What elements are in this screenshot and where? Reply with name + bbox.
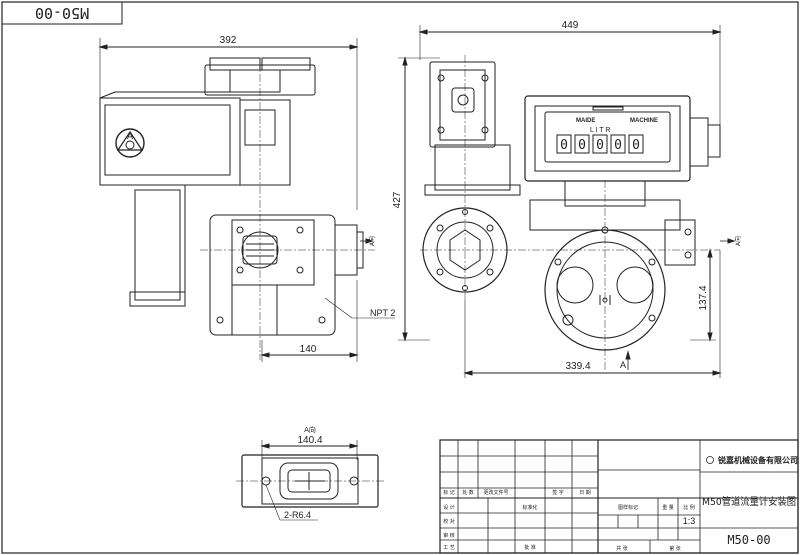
tb-change-no: 更改文件号 <box>483 489 508 496</box>
side-view: 392 A <box>98 35 395 362</box>
dim-449: 449 <box>562 20 579 31</box>
view-a: A向 140.4 2-R6.4 <box>236 425 385 521</box>
tb-std: 标准化 <box>522 504 537 511</box>
tb-design: 设 计 <box>443 504 455 511</box>
tb-date: 日 期 <box>579 490 591 496</box>
tb-review: 审 核 <box>443 532 455 539</box>
tb-title: M50管道流量计安装图 <box>702 495 796 508</box>
counter-unit: L I T R <box>590 127 611 134</box>
tb-process: 工 艺 <box>443 545 455 551</box>
flow-label-left: A向 <box>368 236 376 246</box>
counter-brand-left: MAIDE <box>576 118 595 124</box>
tb-sign: 签 字 <box>552 489 564 496</box>
dim-140-4: 140.4 <box>297 435 322 446</box>
thread-callout: NPT 2 <box>370 308 395 318</box>
tb-sheets: 共 张 <box>616 545 628 552</box>
dim-140: 140 <box>300 344 317 355</box>
view-a-arrow-label: A <box>620 360 626 370</box>
counter-digit-4: 0 <box>614 138 622 153</box>
tb-approve: 批 准 <box>524 544 536 551</box>
corner-code: M50-00 <box>35 4 89 22</box>
counter-digits: 0 0 0 0 0 <box>556 134 644 154</box>
corner-code-box: M50-00 <box>1 1 123 25</box>
tb-count: 处 数 <box>462 489 474 496</box>
flow-label-right: A向 <box>734 236 742 246</box>
dim-427: 427 <box>392 191 403 208</box>
counter-brand-right: MACHINE <box>630 118 658 124</box>
view-a-title: A向 <box>304 425 316 434</box>
front-view: 449 427 MAIDE MACHINE L I T R <box>392 20 742 378</box>
counter-digit-2: 0 <box>578 138 586 153</box>
tb-stage: 图样标记 <box>618 504 638 511</box>
tb-company: 锐嘉机械设备有限公司 <box>718 455 798 465</box>
tb-ratio: 比 例 <box>683 504 695 511</box>
counter-digit-1: 0 <box>560 138 568 153</box>
counter-digit-5: 0 <box>632 138 640 153</box>
counter-digit-3: 0 <box>596 138 604 153</box>
title-block: 标 记 处 数 更改文件号 签 字 日 期 设 计 标准化 校 对 审 核 工 … <box>439 439 799 554</box>
tb-check: 校 对 <box>443 518 455 525</box>
knob-letter: A <box>127 131 133 141</box>
dim-339-4: 339.4 <box>565 361 590 372</box>
tb-scale: 1:3 <box>683 516 696 526</box>
hole-callout: 2-R6.4 <box>284 510 311 520</box>
tb-drawing-no: M50-00 <box>727 533 770 547</box>
tb-mark: 标 记 <box>443 489 455 496</box>
tb-sheet: 第 张 <box>669 545 681 552</box>
dim-137-4: 137.4 <box>698 285 709 310</box>
tb-weight: 重 量 <box>662 504 674 511</box>
dim-392: 392 <box>220 35 237 46</box>
